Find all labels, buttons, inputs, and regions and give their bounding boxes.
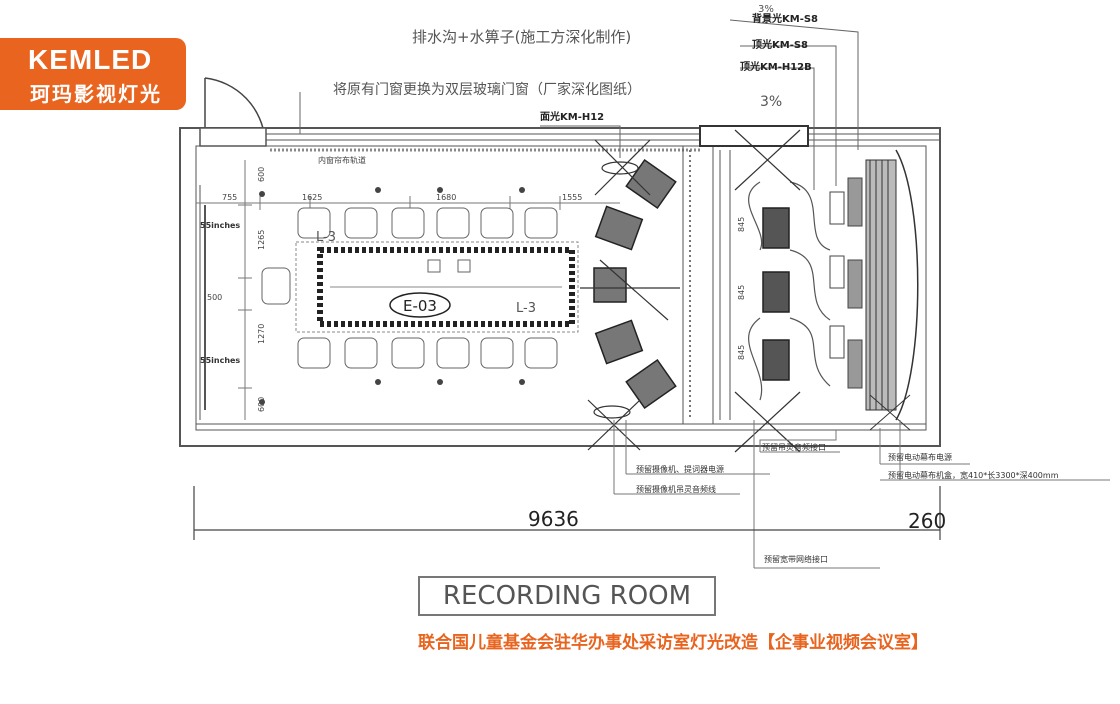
drainage-note: 排水沟+水箅子(施工方深化制作) — [412, 28, 631, 46]
dim-1625: 1625 — [302, 193, 322, 202]
logo-subtitle: 珂玛影视灯光 — [30, 82, 162, 106]
toplight-h12b-label: 顶光KM-H12B — [740, 60, 812, 73]
slope-label: 3% — [760, 94, 782, 110]
dim-600-bottom: 600 — [257, 397, 266, 412]
overall-dimension — [193, 486, 941, 540]
room-title: RECORDING ROOM — [418, 576, 716, 616]
screen-upper-label: 55inches — [200, 221, 240, 230]
l3-right-label: L-3 — [516, 301, 536, 316]
ceiling-light-symbols — [259, 187, 525, 405]
fixture-leaders — [299, 19, 859, 190]
callout-camera-audio: 预留摄像机吊灵音频线 — [636, 484, 716, 494]
dim-600-top: 600 — [257, 167, 266, 182]
chairs-top-row — [297, 207, 558, 239]
dim-1680: 1680 — [436, 193, 456, 202]
dim-1555: 1555 — [562, 193, 582, 202]
control-monitors — [762, 207, 790, 381]
toplight-label: 顶光KM-S8 — [752, 38, 808, 51]
callout-network: 预留宽带网络接口 — [764, 554, 828, 564]
l3-left-label: L-3 — [316, 230, 336, 245]
kemled-logo: KEMLED 珂玛影视灯光 — [0, 38, 186, 110]
callout-audio-interface: 预留吊灵音频接口 — [762, 442, 826, 452]
table-id-label: E-03 — [403, 297, 437, 315]
callout-leaders — [613, 420, 1110, 569]
side-width-dim: 260 — [908, 509, 946, 533]
control-cables — [748, 181, 831, 401]
slope-label-top: 3% — [758, 4, 774, 15]
backdrop-curtain — [865, 149, 919, 431]
window-note: 将原有门窗更换为双层玻璃门窗（厂家深化图纸） — [333, 81, 641, 98]
dim-845-a: 845 — [737, 217, 746, 232]
left-screens — [199, 185, 206, 420]
interior-dimension-lines — [196, 160, 620, 420]
total-width-dim: 9636 — [528, 507, 579, 531]
project-caption: 联合国儿童基金会驻华办事处采访室灯光改造【企事业视频会议室】 — [418, 633, 928, 653]
chairs-bottom-row — [297, 337, 558, 369]
dim-500: 500 — [207, 293, 222, 302]
dim-755: 755 — [222, 193, 237, 202]
head-chair — [261, 267, 291, 305]
facelight-label: 面光KM-H12 — [540, 110, 604, 123]
logo-brand: KEMLED — [28, 44, 153, 75]
callout-screen-box: 预留电动幕布机盒，宽410*长3300*深400mm — [888, 470, 1059, 480]
dim-845-c: 845 — [737, 345, 746, 360]
backlight-label: 背景光KM-S8 — [752, 12, 818, 25]
door — [199, 77, 267, 147]
conference-table — [295, 241, 579, 333]
backlight-column — [829, 177, 863, 389]
curtain-track-label: 内窗帘布轨道 — [318, 155, 366, 165]
table-id-badge: E-03 — [389, 292, 451, 318]
backlight-x-fixtures — [734, 129, 801, 453]
screen-lower-label: 55inches — [200, 356, 240, 365]
dim-845-b: 845 — [737, 285, 746, 300]
dim-1265: 1265 — [257, 230, 266, 250]
camera-positions — [593, 158, 677, 410]
partition-wall — [682, 125, 809, 425]
dim-1270: 1270 — [257, 324, 266, 344]
callout-camera-power: 预留摄像机、提词器电源 — [636, 464, 724, 474]
callout-screen-power: 预留电动幕布电源 — [888, 452, 952, 462]
room-walls — [179, 127, 941, 447]
